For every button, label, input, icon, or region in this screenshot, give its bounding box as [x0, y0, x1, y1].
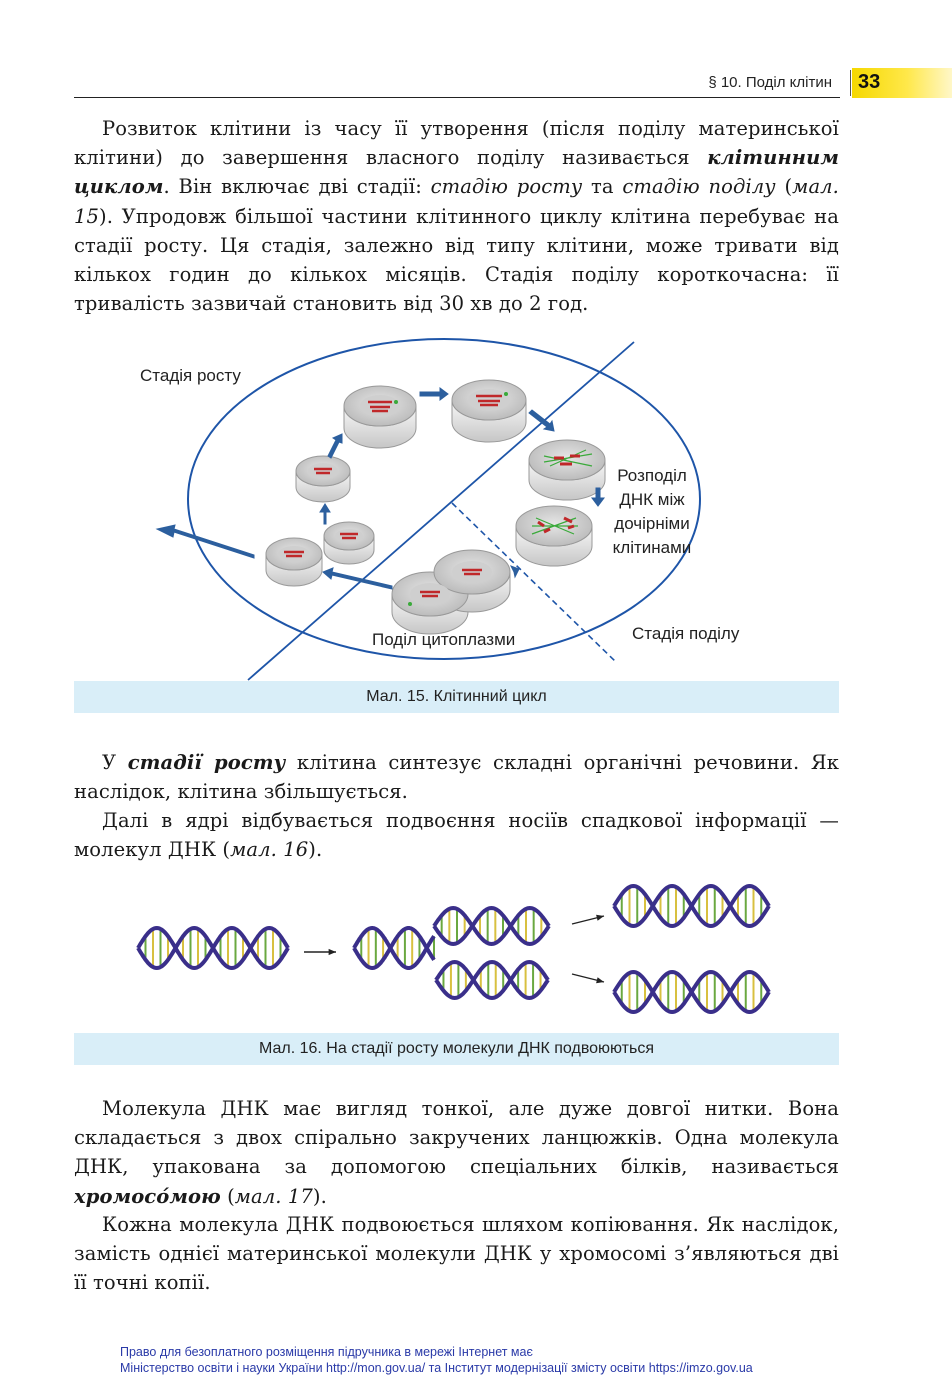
- figure-15-cell-cycle: [155, 338, 701, 681]
- text: ).: [312, 1184, 327, 1208]
- header-separator: [850, 70, 851, 96]
- page-number: 33: [858, 71, 881, 93]
- figure-16-caption: Мал. 16. На стадії росту молекули ДНК по…: [74, 1033, 839, 1065]
- label-line: клітинами: [612, 538, 692, 557]
- text: У: [102, 751, 128, 774]
- dna-original: [136, 925, 290, 971]
- cell-8-cytokinesis: [391, 549, 511, 635]
- text: Розвиток клітини із часу її утворення (п…: [74, 117, 839, 170]
- cell-6-metaphase: [528, 439, 606, 501]
- term-division-stage: стадію поділу: [622, 175, 776, 199]
- dna-strand-lower: [434, 959, 550, 1001]
- footer-line: Міністерство освіти і науки України http…: [120, 1361, 753, 1375]
- figure-16-dna-replication: [136, 883, 771, 1015]
- page-header: § 10. Поділ клітин 33: [74, 66, 952, 98]
- dna-copy-lower: [612, 969, 771, 1015]
- figure-ref: мал. 15: [74, 175, 839, 228]
- text: Далі в ядрі відбувається подвоєння носії…: [74, 809, 839, 862]
- section-title: § 10. Поділ клітин: [708, 74, 832, 91]
- text: . Він включає дві стадії:: [163, 175, 431, 199]
- dna-strand-upper: [432, 905, 551, 947]
- cell-4: [343, 385, 417, 449]
- text: клітина синтезує складні органічні речов…: [74, 751, 839, 804]
- text: Кожна молекула ДНК подвоюється шляхом ко…: [74, 1213, 839, 1295]
- text: (: [775, 175, 793, 199]
- cell-3: [295, 455, 351, 503]
- text: (: [220, 1184, 235, 1208]
- term-growth-stage: стадії росту: [127, 751, 286, 774]
- text: ). Упродовж більшої частини клітинного ц…: [74, 204, 839, 316]
- paragraph-dna-doubling: Далі в ядрі відбувається подвоєння носії…: [74, 806, 839, 864]
- figure-ref: мал. 17: [234, 1184, 313, 1208]
- cell-2: [323, 521, 375, 565]
- paragraph-cell-cycle: Розвиток клітини із часу її утворення (п…: [74, 114, 839, 318]
- cycle-outline: [187, 338, 701, 660]
- cell-7-anaphase: [515, 505, 593, 567]
- footer-line: Право для безоплатного розміщення підруч…: [120, 1345, 533, 1359]
- paragraph-chromosome: Молекула ДНК має вигляд тонкої, але дуже…: [74, 1094, 839, 1211]
- label-line: дочірніми: [614, 514, 690, 533]
- header-rule: [74, 97, 840, 98]
- label-growth-stage: Стадія росту: [140, 366, 241, 385]
- text: Молекула ДНК має вигляд тонкої, але дуже…: [74, 1097, 839, 1179]
- term-cell-cycle: клітинним циклом: [74, 146, 839, 199]
- figure-15-caption: Мал. 15. Клітинний цикл: [74, 681, 839, 713]
- paragraph-dna-copy: Кожна молекула ДНК подвоюється шляхом ко…: [74, 1210, 839, 1298]
- cycle-arrows: [155, 387, 605, 590]
- dna-copy-upper: [612, 883, 771, 929]
- cell-1: [265, 537, 323, 587]
- division-substage-divider: [451, 502, 617, 663]
- text: та: [582, 175, 623, 199]
- dna-unzipping: [352, 926, 436, 970]
- term-growth-stage: стадію росту: [430, 175, 583, 199]
- text: ).: [308, 838, 323, 862]
- page-number-box: 33: [852, 68, 952, 98]
- growth-division-divider: [247, 341, 635, 681]
- arrow-to-copy-upper: [571, 914, 605, 925]
- label-line: Розподіл: [617, 466, 687, 485]
- arrow-to-replication: [304, 948, 336, 956]
- term-chromosome: хромосо́мою: [74, 1184, 221, 1208]
- label-line: ДНК між: [619, 490, 685, 509]
- label-cytoplasm-division: Поділ цитоплазми: [372, 630, 516, 649]
- label-division-stage: Стадія поділу: [632, 624, 740, 643]
- arrow-to-copy-lower: [571, 973, 605, 984]
- figure-ref: мал. 16: [230, 838, 309, 862]
- label-dna-distribution: Розподіл ДНК між дочірніми клітинами: [612, 464, 692, 560]
- footer-rights: Право для безоплатного розміщення підруч…: [120, 1344, 753, 1376]
- paragraph-growth-stage: У стадії росту клітина синтезує складні …: [74, 748, 839, 806]
- cell-5: [451, 379, 527, 443]
